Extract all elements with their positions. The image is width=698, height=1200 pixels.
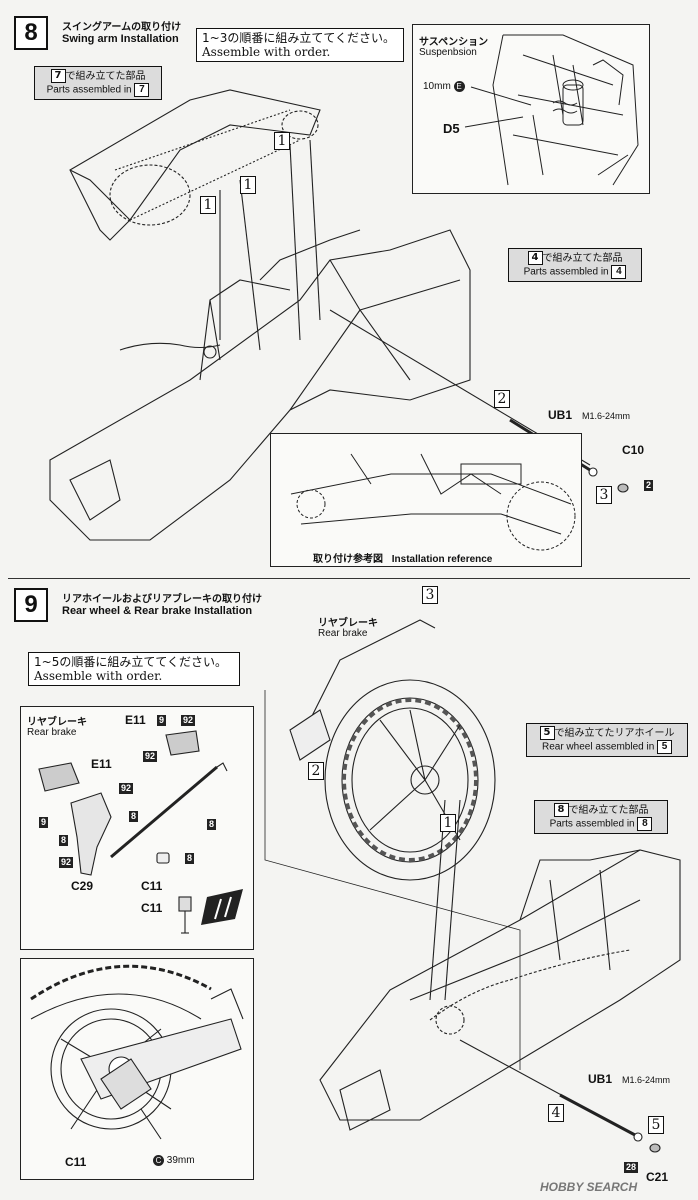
part-c11-detail-label: C11 — [65, 1155, 87, 1169]
suspension-drawing — [464, 34, 639, 186]
bolt-e-icon: E — [453, 81, 465, 92]
tag-9-top: 9 — [157, 715, 167, 726]
part-c21-label: C21 — [646, 1170, 669, 1184]
install-ref-caption: 取り付け参考図 Installation reference — [313, 550, 492, 565]
step8-seq-1c: 1 — [200, 196, 216, 214]
step8-title-en: Swing arm Installation — [62, 33, 179, 45]
parts5-en: Rear wheel assembled in — [541, 741, 655, 753]
step9-title-jp: リアホイールおよびリアブレーキの取り付け — [62, 594, 262, 605]
tag-8-b: 8 — [207, 819, 217, 830]
tag-8-a: 8 — [129, 811, 139, 822]
c10-tag: 2 — [644, 480, 654, 491]
parts7-en: Parts assembled in — [46, 84, 132, 96]
part-c29-label: C29 — [71, 879, 94, 893]
step-number-9: 9 — [14, 588, 48, 622]
part-c11-label-a: C11 — [141, 879, 163, 893]
parts8-en: Parts assembled in — [549, 818, 635, 830]
parts5-number-en: 5 — [657, 740, 673, 754]
step9-seq-5: 5 — [648, 1116, 664, 1134]
parts7-number: 7 — [50, 69, 66, 83]
step8-order-en: Assemble with order. — [202, 45, 331, 59]
hobby-search-watermark: HOBBY SEARCH — [540, 1180, 637, 1194]
step9-order-jp: 1~5の順番に組み立ててください。 — [34, 655, 227, 669]
tag-92-bottom: 92 — [59, 857, 74, 868]
rear-brake-top-en: Rear brake — [318, 628, 368, 639]
swingarm-frame-drawing — [49, 89, 629, 541]
bolt-10mm-label: 10mm E — [423, 81, 465, 92]
rear-brake-panel-en: Rear brake — [27, 727, 77, 738]
step-number-8: 8 — [14, 16, 48, 50]
rear-caliper-detail-panel: C11 C 39mm — [20, 958, 254, 1180]
part-ub1-label-9: UB1 — [588, 1072, 613, 1086]
tag-92-top: 92 — [181, 715, 196, 726]
bolt-39mm-text: 39mm — [166, 1155, 195, 1167]
ub1-spec-8: M1.6-24mm — [582, 411, 631, 421]
part-e11-top: E11 — [125, 713, 146, 727]
parts4-number-en: 4 — [611, 265, 627, 279]
install-ref-en: Installation reference — [391, 554, 493, 565]
part-ub1-label-8: UB1 — [548, 408, 573, 422]
tag-28: 28 — [624, 1162, 639, 1173]
part-c11-label-b: C11 — [141, 901, 163, 915]
bolt-39mm-label: C 39mm — [153, 1155, 195, 1166]
tag-8-c: 8 — [59, 835, 69, 846]
tag-92-right: 92 — [119, 783, 134, 794]
step8-title-jp: スイングアームの取り付け — [62, 22, 182, 33]
step9-seq-4: 4 — [548, 1104, 564, 1122]
installation-reference-panel: 取り付け参考図 Installation reference — [270, 433, 582, 567]
tag-92-mid: 92 — [143, 751, 158, 762]
step9-seq-3: 3 — [422, 586, 438, 604]
part-e11-left: E11 — [91, 757, 112, 771]
parts8-number-en: 8 — [637, 817, 653, 831]
suspension-label-en: Suspenbsion — [419, 47, 477, 58]
tag-9-left: 9 — [39, 817, 49, 828]
suspension-label-jp: サスペンション — [419, 37, 489, 48]
parts4-en: Parts assembled in — [523, 266, 609, 278]
rear-brake-parts-panel: リヤブレーキ Rear brake E11 9 92 92 E11 92 9 8… — [20, 706, 254, 950]
part-c10-label: C10 — [622, 443, 645, 457]
parts4-number: 4 — [527, 251, 543, 265]
tag-8-d: 8 — [185, 853, 195, 864]
step8-seq-1a: 1 — [274, 132, 290, 150]
step9-title-en: Rear wheel & Rear brake Installation — [62, 605, 253, 617]
bolt-c-icon: C — [153, 1155, 164, 1166]
parts4-jp: で組み立てた部品 — [542, 253, 623, 264]
rear-brake-panel-jp: リヤブレーキ — [27, 717, 87, 728]
install-ref-jp: 取り付け参考図 — [313, 554, 383, 565]
parts8-jp: で組み立てた部品 — [568, 805, 649, 816]
step9-order-note: 1~5の順番に組み立ててください。 Assemble with order. — [28, 652, 240, 686]
ub1-spec-9: M1.6-24mm — [622, 1075, 671, 1085]
parts5-number: 5 — [539, 726, 555, 740]
parts8-number: 8 — [553, 803, 569, 817]
step8-order-jp: 1~3の順番に組み立ててください。 — [202, 31, 395, 45]
part-d5-label: D5 — [443, 121, 460, 136]
step-divider — [8, 578, 690, 579]
rear-brake-top-jp: リヤブレーキ — [318, 618, 378, 629]
step9-seq-1: 1 — [440, 814, 456, 832]
parts5-jp: で組み立てたリアホイール — [554, 728, 675, 739]
bolt-10mm-text: 10mm — [423, 81, 451, 93]
watermark-text: HOBBY SEARCH — [540, 1180, 638, 1194]
step9-order-en: Assemble with order. — [34, 669, 163, 683]
step8-order-note: 1~3の順番に組み立ててください。 Assemble with order. — [196, 28, 404, 62]
step8-seq-2: 2 — [494, 390, 510, 408]
rear-caliper-detail-drawing — [30, 964, 244, 1140]
suspension-inset-panel: サスペンション Suspenbsion 10mm E D5 — [412, 24, 650, 194]
rear-wheel-assembly-drawing — [264, 619, 681, 1153]
rear-brake-parts-drawing — [38, 730, 243, 934]
step9-seq-2: 2 — [308, 762, 324, 780]
step8-seq-3: 3 — [596, 486, 612, 504]
parts7-number-en: 7 — [134, 83, 150, 97]
installation-reference-drawing — [290, 453, 576, 551]
step8-seq-1b: 1 — [240, 176, 256, 194]
parts7-jp: で組み立てた部品 — [65, 71, 146, 82]
